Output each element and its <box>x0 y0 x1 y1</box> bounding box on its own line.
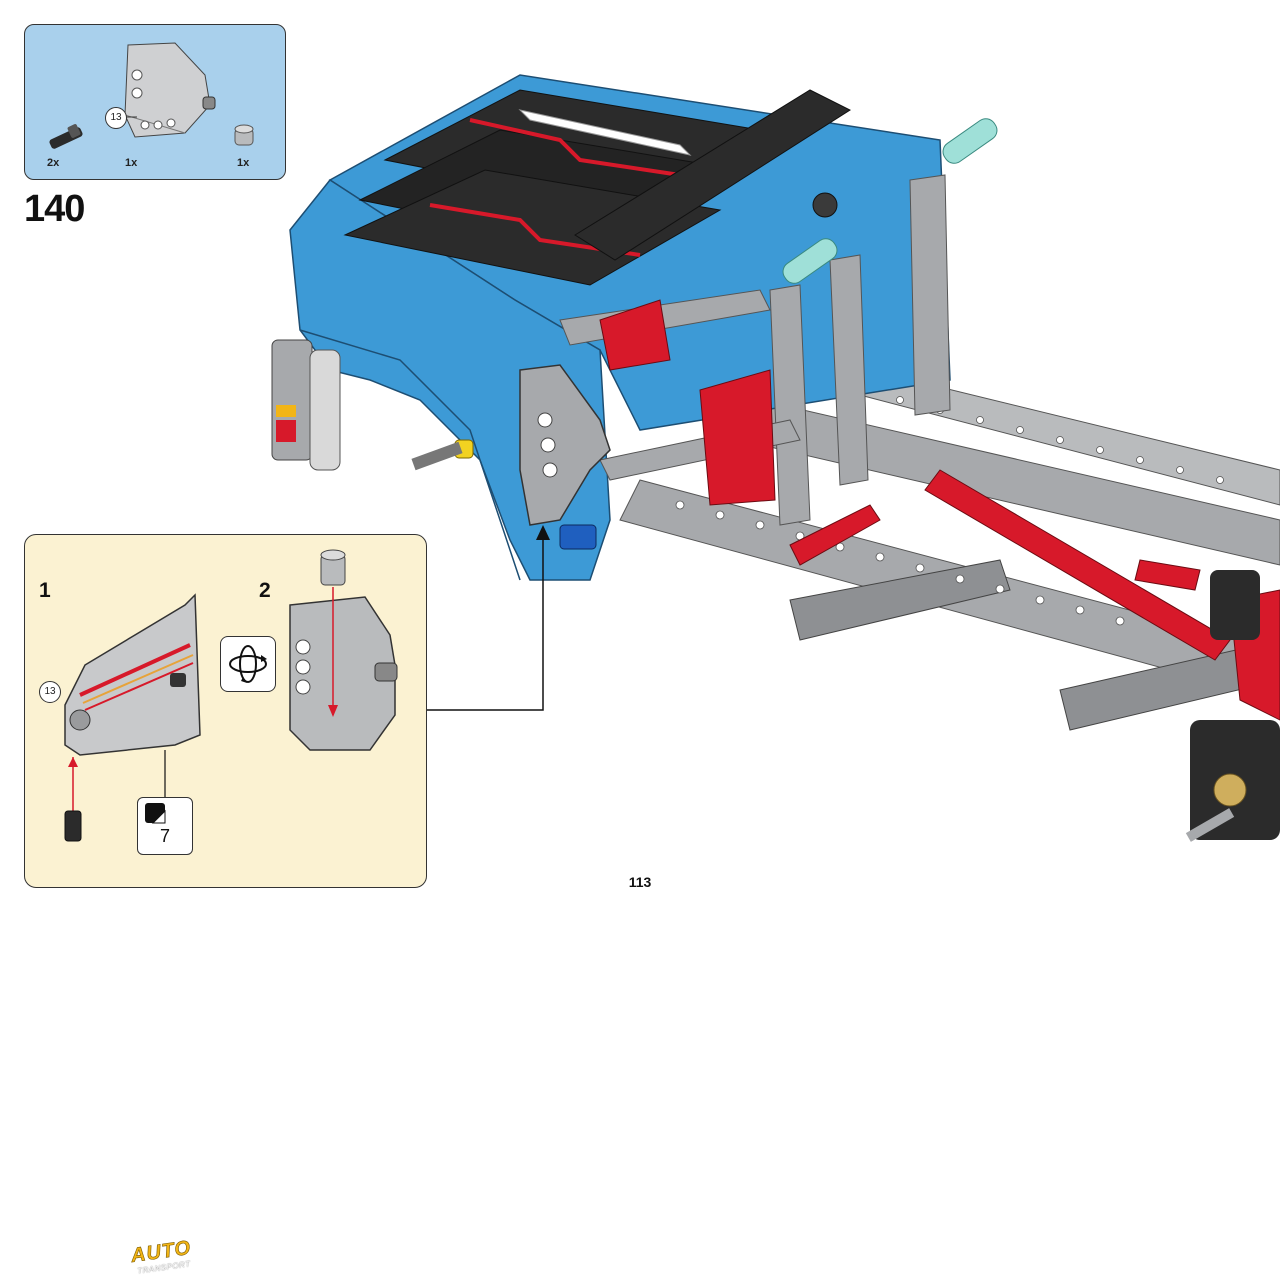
page-number: 113 <box>628 874 652 890</box>
sticker-number: 7 <box>159 826 170 846</box>
rotate-icon <box>229 645 267 683</box>
insert-arrow-1 <box>64 757 82 842</box>
part-ref-number: 13 <box>105 107 127 129</box>
parts-list: 13 2x 1x 1x <box>24 24 286 180</box>
sticker-sheet-icon <box>145 803 166 824</box>
part-qty-pin: 2x <box>47 157 60 169</box>
fairing-with-sticker <box>64 593 201 797</box>
sticker-sheet-indicator: 7 <box>137 797 193 855</box>
step-number: 140 <box>24 188 85 230</box>
frame-beams <box>559 89 998 526</box>
panel-with-bush <box>289 549 398 751</box>
part-ref-number-sub: 13 <box>39 681 61 703</box>
substep-1-number: 1 <box>39 579 51 602</box>
chassis-beams <box>619 369 1280 731</box>
placed-fairing <box>411 364 611 550</box>
parts-illustrations <box>49 42 254 149</box>
subassembly-callout: 1 2 13 A <box>24 534 427 1276</box>
gear-assembly <box>1185 570 1280 842</box>
part-qty-panel: 1x <box>125 157 138 169</box>
red-actuator <box>789 469 1280 721</box>
connector-pin-icon <box>49 124 83 149</box>
panel-fairing-icon <box>124 42 216 138</box>
model-illustration <box>271 74 1280 842</box>
bush-icon <box>234 124 254 146</box>
rotate-model-indicator <box>220 636 276 692</box>
callout-pointer <box>425 525 550 711</box>
part-qty-bush: 1x <box>237 157 250 169</box>
substep-2-number: 2 <box>259 579 271 602</box>
subassembly-illustrations <box>64 549 398 842</box>
